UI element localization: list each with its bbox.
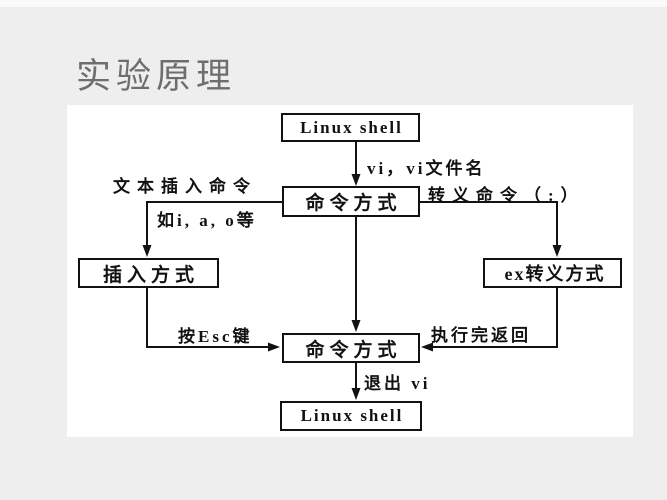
label-exec-return: 执行完返回 <box>431 326 531 345</box>
page-title: 实验原理 <box>76 57 237 96</box>
label-esc-key: 按Esc键 <box>178 327 253 346</box>
label-quit-vi: 退出 vi <box>364 374 431 393</box>
arrow-command-to-ex <box>420 201 562 257</box>
arrow-ex-to-command <box>421 288 558 352</box>
arrow-command-to-command <box>351 217 361 332</box>
arrow-command-to-insert <box>142 201 282 257</box>
label-enter-vi: vi，vi文件名 <box>367 159 486 178</box>
box-insert-mode: 插入方式 <box>78 258 219 288</box>
box-ex-escape-mode: ex转义方式 <box>483 258 622 288</box>
box-command-mode-top: 命令方式 <box>282 186 420 217</box>
label-insert-keys: 如i, a, o等 <box>157 211 257 230</box>
arrow-command-to-shell <box>351 363 361 400</box>
label-escape-command: 转义命令（:） <box>428 186 585 205</box>
label-text-insert-command: 文本插入命令 <box>113 177 257 196</box>
box-linux-shell-bottom: Linux shell <box>280 401 422 431</box>
flow-connectors <box>142 142 562 400</box>
diagram-canvas: Linux shell 命令方式 插入方式 ex转义方式 命令方式 Linux … <box>67 105 633 437</box>
top-strip <box>0 0 667 7</box>
arrow-insert-to-command <box>146 288 280 352</box>
arrow-shell-to-command <box>351 142 361 186</box>
box-command-mode-bottom: 命令方式 <box>282 333 420 363</box>
box-linux-shell-top: Linux shell <box>281 113 420 142</box>
